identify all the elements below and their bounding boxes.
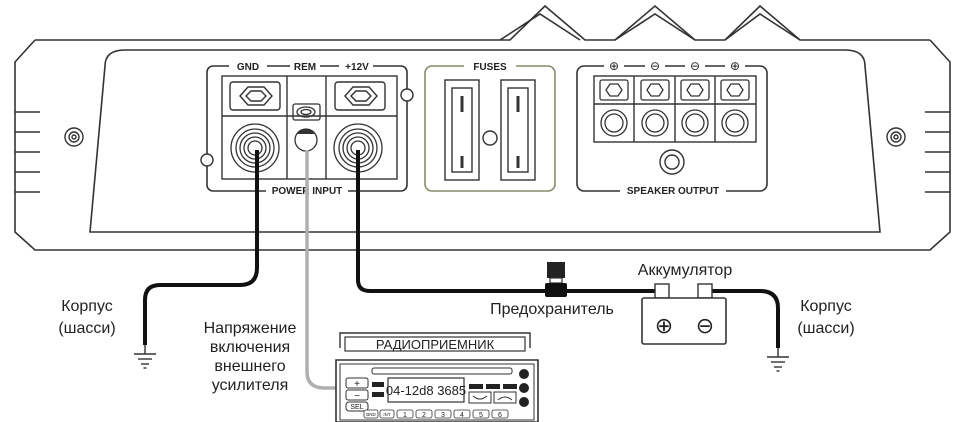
rem-socket-icon: [294, 128, 318, 152]
seek-up-icon: [497, 396, 513, 401]
radio-presets: 1 2 3 4 5 6: [396, 409, 509, 419]
remote-voltage-label-line3: внешнего: [214, 358, 285, 375]
amplifier-housing: [14, 4, 951, 251]
speaker-output-panel: ⊕ ⊖ ⊖ ⊕ SPEAKER OUTPUT: [576, 59, 768, 197]
remote-wire: [305, 150, 338, 390]
speaker-socket-icon: [600, 109, 749, 137]
radio-preset-label: 6: [498, 412, 502, 419]
radio-preset-button: [472, 409, 490, 419]
radio-preset-button: [415, 409, 433, 419]
polarity-plus-icon: ⊕: [730, 59, 740, 73]
ground-icon: [134, 345, 156, 369]
radio-title: РАДИОПРИЕМНИК: [376, 337, 495, 352]
seek-down-icon: [472, 395, 488, 400]
remote-voltage-label-line2: включения: [210, 339, 290, 356]
power-cable: [356, 150, 662, 293]
radio-preset-label: 3: [441, 412, 445, 419]
fuses-title: FUSES: [473, 62, 507, 73]
terminal-label-12v: +12V: [345, 62, 369, 73]
battery-icon: [641, 283, 727, 345]
radio-minus-label: −: [354, 391, 360, 402]
polarity-minus-icon: ⊖: [690, 59, 700, 73]
chassis-right-label-line1: Корпус: [800, 298, 852, 315]
radio-sel-label: SEL: [350, 404, 363, 411]
ground-icon: [767, 348, 789, 372]
fuse-label: Предохранитель: [490, 301, 614, 318]
screw-icon: [886, 127, 906, 147]
chassis-left-label-line2: (шасси): [58, 320, 115, 337]
screw-icon: [64, 127, 84, 147]
remote-voltage-label-line4: усилителя: [212, 377, 289, 394]
fuse-right-icon: [500, 79, 536, 181]
radio-preset-label: 5: [479, 412, 483, 419]
radio-plus-label: +: [354, 379, 360, 390]
radio-preset-button: [396, 409, 414, 419]
radio-preset-button: [491, 409, 509, 419]
speaker-output-title: SPEAKER OUTPUT: [627, 186, 719, 197]
terminal-label-gnd: GND: [237, 62, 259, 73]
radio-bnd-label: BND: [366, 412, 376, 417]
fuses-panel: FUSES: [424, 60, 556, 192]
ground-cable: [143, 150, 259, 345]
terminal-label-rem: REM: [294, 62, 316, 73]
gnd-screw-icon: [229, 81, 281, 111]
radio-display: 04-12d8 3685: [386, 383, 466, 398]
battery-label: Аккумулятор: [638, 262, 733, 279]
fuse-left-icon: [444, 79, 480, 181]
polarity-plus-icon: ⊕: [609, 59, 619, 73]
inline-fuse-icon: [545, 262, 567, 297]
polarity-minus-icon: ⊖: [650, 59, 660, 73]
chassis-right-label-line2: (шасси): [797, 320, 854, 337]
chassis-left-label-line1: Корпус: [61, 298, 113, 315]
radio-preset-label: 1: [403, 412, 407, 419]
speaker-knob-icon: [659, 149, 685, 175]
rem-screw-icon: [292, 103, 321, 121]
radio-preset-label: 2: [422, 412, 426, 419]
remote-voltage-label-line1: Напряжение: [204, 320, 297, 337]
battery-minus-icon: ⊖: [696, 313, 714, 338]
speaker-screw-icon: [599, 79, 750, 101]
radio-int-label: INT: [383, 412, 391, 417]
battery-ground-cable: [705, 289, 780, 348]
radio-preset-button: [453, 409, 471, 419]
battery-plus-icon: ⊕: [655, 313, 673, 338]
radio-unit: РАДИОПРИЕМНИК + − SEL 04-12d8 3685: [335, 332, 539, 422]
radio-preset-button: [434, 409, 452, 419]
12v-screw-icon: [334, 81, 386, 111]
radio-preset-label: 4: [460, 412, 464, 419]
